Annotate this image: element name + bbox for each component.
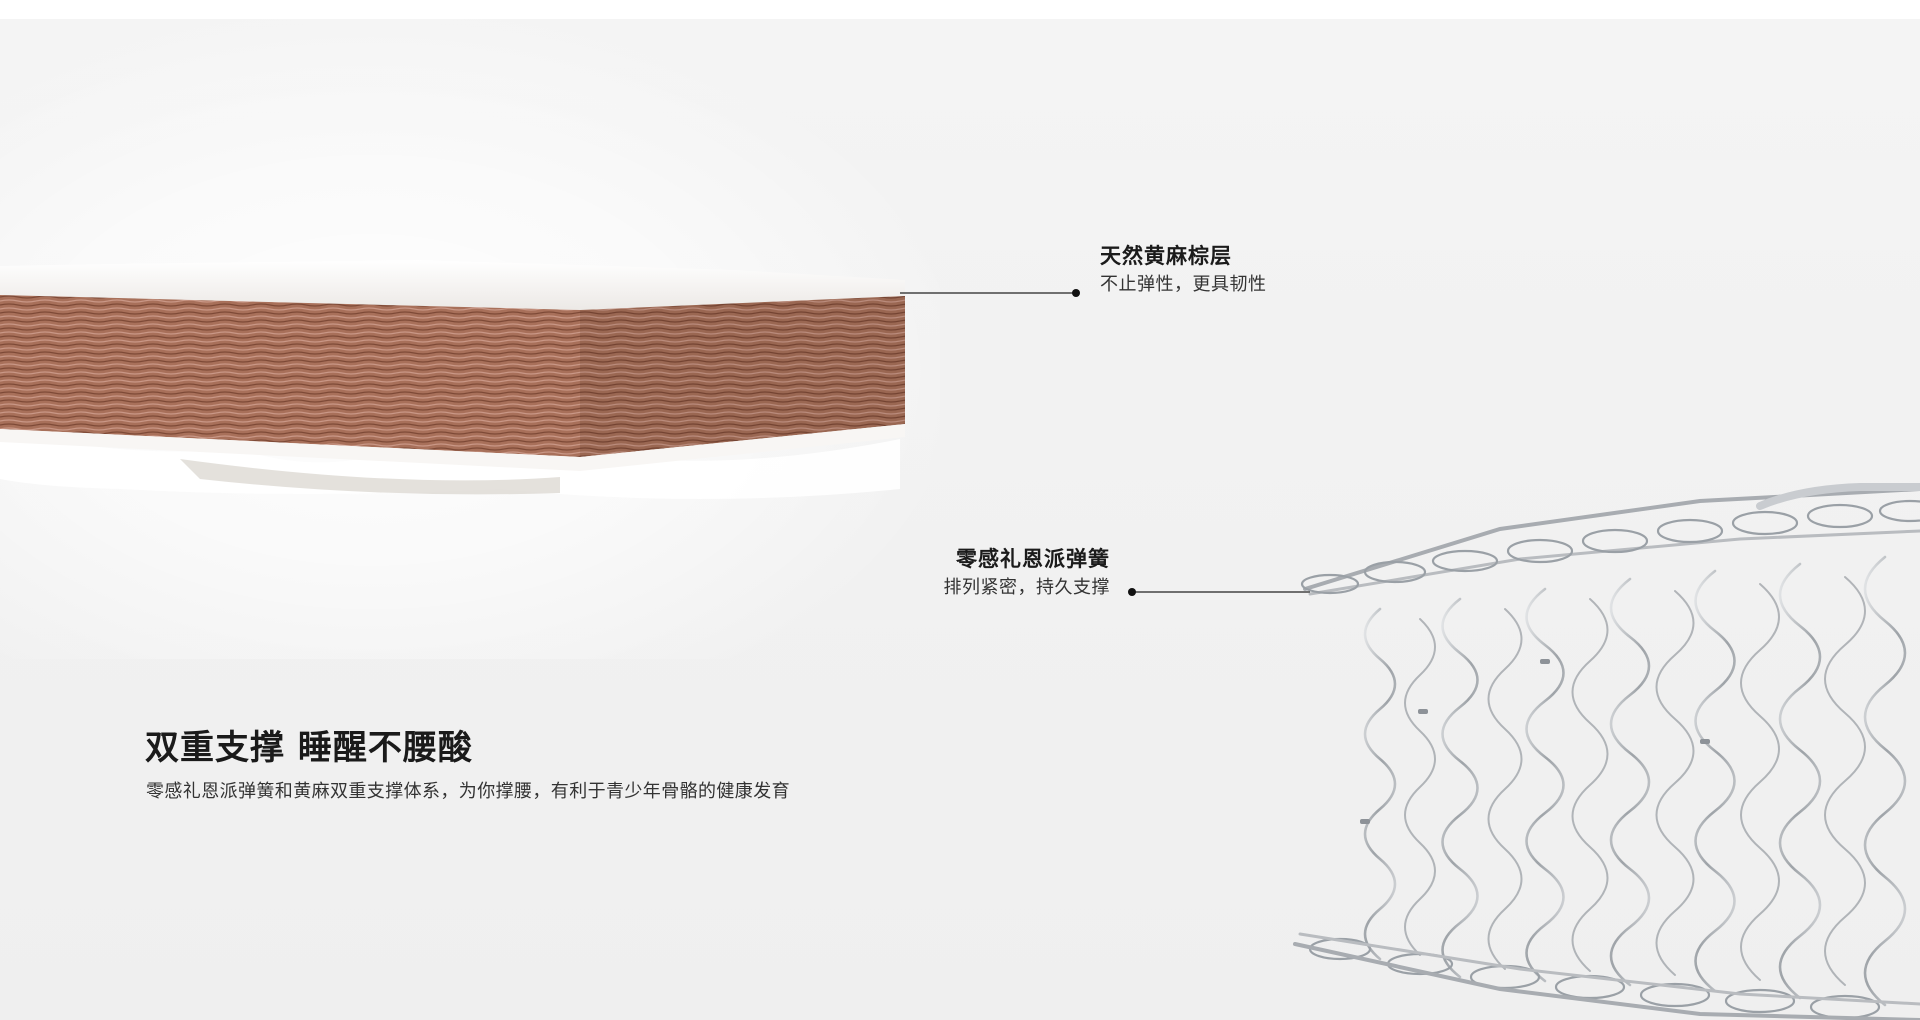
jute-callout-title: 天然黄麻棕层 [1100, 244, 1232, 268]
feature-headline: 双重支撑 睡醒不腰酸 [145, 728, 473, 768]
jute-layer-image [0, 260, 905, 499]
illustration-layer [0, 260, 1920, 1020]
spring-callout: 零感礼恩派弹簧 排列紧密，持久支撑 [880, 544, 1110, 602]
jute-callout-subtitle: 不止弹性，更具韧性 [1100, 274, 1267, 295]
jute-callout: 天然黄麻棕层 不止弹性，更具韧性 [1100, 241, 1267, 299]
spring-callout-title: 零感礼恩派弹簧 [956, 547, 1110, 571]
feature-description: 零感礼恩派弹簧和黄麻双重支撑体系，为你撑腰，有利于青少年骨骼的健康发育 [146, 781, 790, 802]
jute-callout-dot [1072, 289, 1080, 297]
spring-unit-image [1293, 483, 1920, 1020]
spring-callout-dot [1128, 588, 1136, 596]
feature-banner: 天然黄麻棕层 不止弹性，更具韧性 零感礼恩派弹簧 排列紧密，持久支撑 双重支撑 … [0, 19, 1920, 1020]
spring-callout-subtitle: 排列紧密，持久支撑 [943, 577, 1110, 598]
